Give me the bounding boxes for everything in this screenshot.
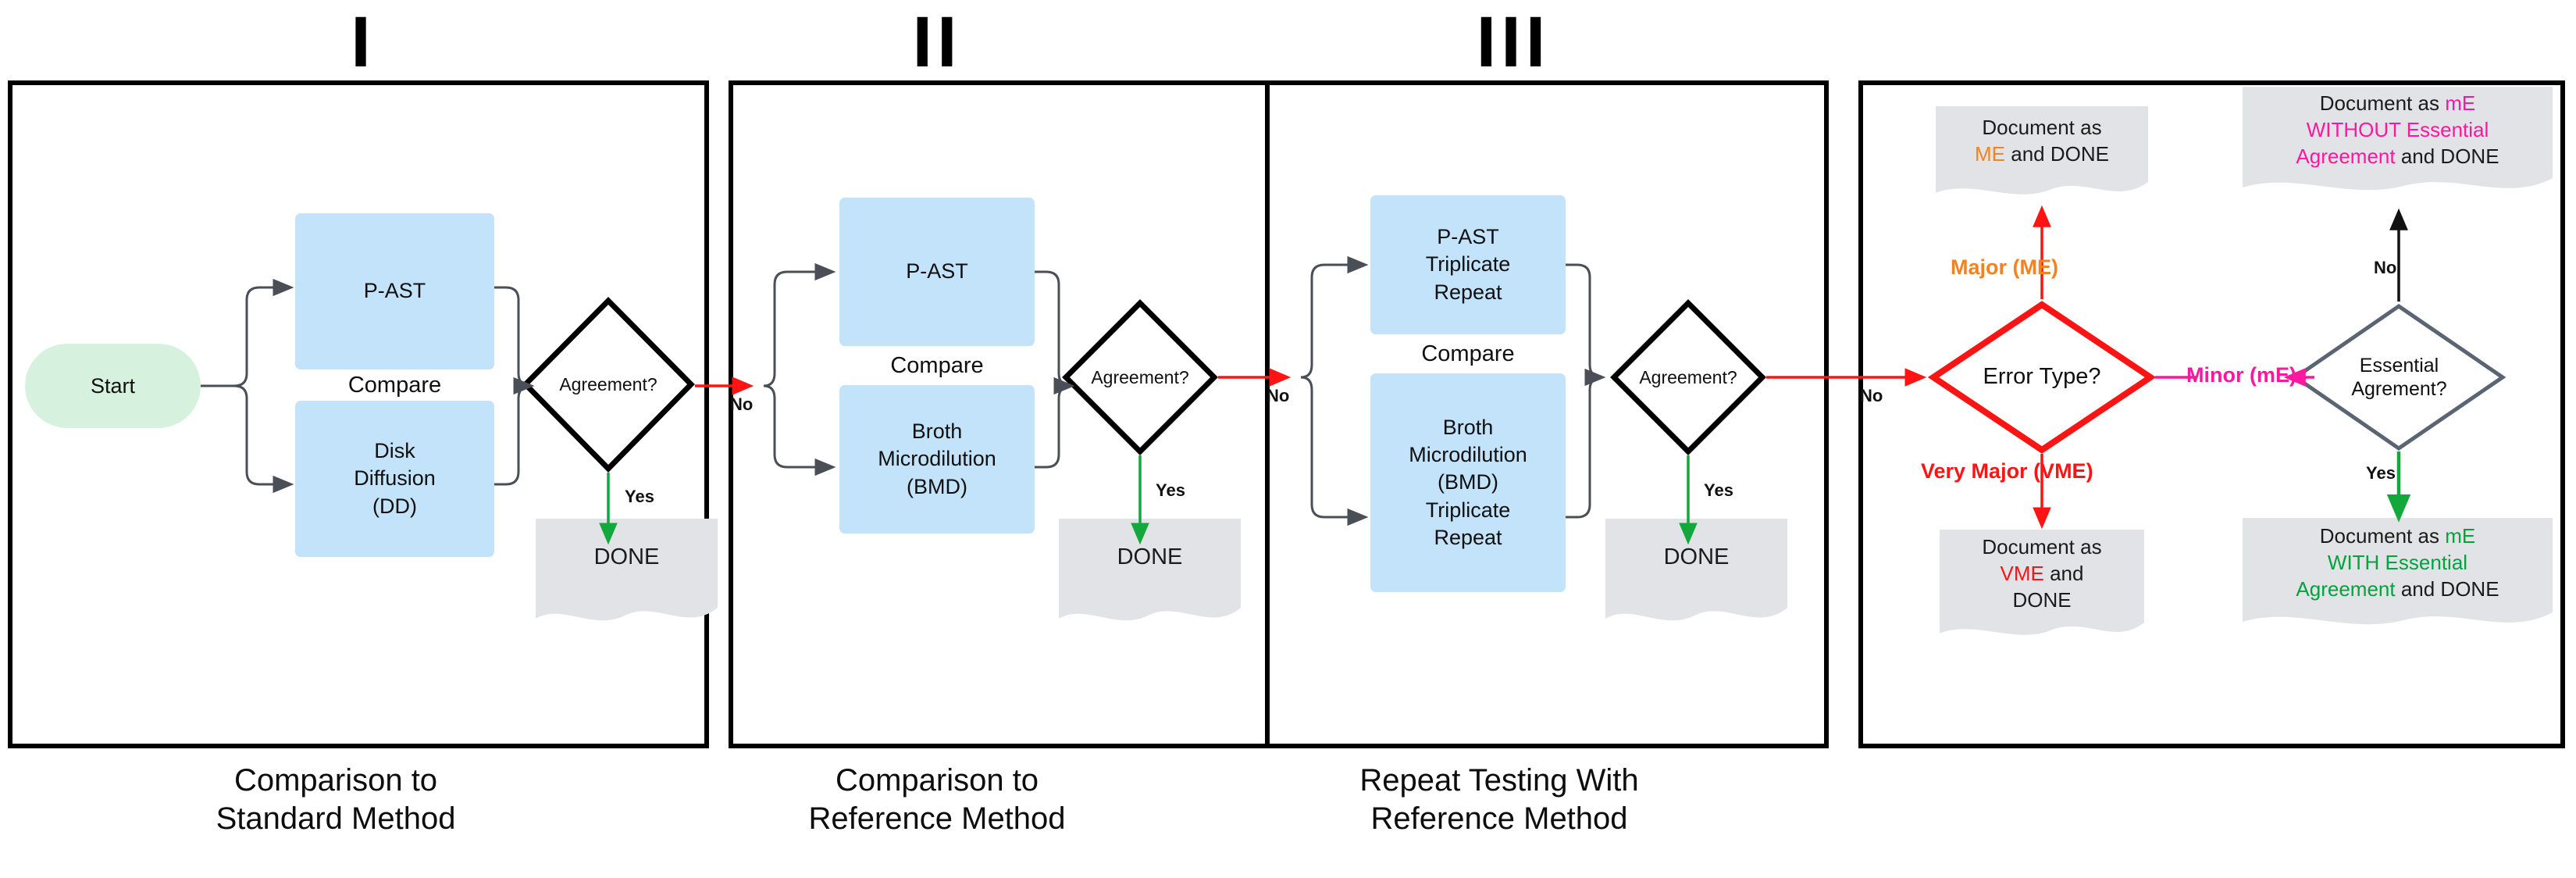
- document-shape-icon: [536, 519, 718, 621]
- major-me-label: Major (ME): [1951, 255, 2058, 279]
- error-type-label: Error Type?: [1983, 364, 2101, 390]
- stage-1-caption-line1: Comparison to: [233, 763, 438, 798]
- start-terminator: Start: [25, 344, 201, 428]
- stage-3-caption: Repeat Testing With Reference Method: [1226, 762, 1773, 838]
- stage-3-caption-line2: Reference Method: [1370, 801, 1628, 836]
- document-me-with-ea-box: Document as mE WITH Essential Agreement …: [2239, 516, 2556, 644]
- stage3-yes-label: Yes: [1704, 480, 1733, 500]
- stage2-p-ast-box: P-AST: [839, 198, 1035, 346]
- stage3-bmd-triplicate-box: Broth Microdilution (BMD) Triplicate Rep…: [1370, 373, 1566, 592]
- stage3-done-document: DONE: [1601, 516, 1792, 637]
- stage-3-caption-line1: Repeat Testing With: [1359, 763, 1639, 798]
- stage-numeral-2: II: [912, 2, 962, 82]
- stage3-agreement-label: Agreement?: [1639, 366, 1737, 387]
- essential-agreement-label: Essential Agrement?: [2351, 354, 2447, 401]
- very-major-vme-label: Very Major (VME): [1921, 459, 2093, 483]
- document-me-pre: Document as: [1982, 116, 2102, 140]
- stage1-done-document: DONE: [531, 516, 722, 637]
- stage-2-caption-line1: Comparison to: [835, 763, 1039, 798]
- document-vme-pre: Document as: [1982, 535, 2102, 559]
- stage3-p-ast-triplicate-box: P-AST Triplicate Repeat: [1370, 195, 1566, 334]
- stage1-agreement-label: Agreement?: [559, 374, 657, 395]
- doc-without-l1-accent: mE: [2445, 91, 2476, 116]
- document-me-without-ea-box: Document as mE WITHOUT Essential Agreeme…: [2239, 84, 2556, 209]
- stage3-done-label: DONE: [1663, 544, 1730, 570]
- doc-with-l1-accent: mE: [2445, 524, 2476, 548]
- stage-1-caption: Comparison to Standard Method: [47, 762, 625, 838]
- essential-agreement-decision: Essential Agrement?: [2292, 303, 2507, 451]
- stage3-bmd-label: Broth Microdilution (BMD) Triplicate Rep…: [1409, 416, 1527, 549]
- document-me-text: Document as ME and DONE: [1975, 115, 2109, 168]
- document-shape-icon: [2243, 87, 2553, 191]
- diamond-shape-icon: [1927, 301, 2157, 454]
- document-shape-icon: [1605, 519, 1787, 621]
- essential-agreement-no-label: No: [2374, 258, 2397, 277]
- stage3-compare-label: Compare: [1370, 334, 1566, 373]
- stage2-done-label: DONE: [1117, 544, 1183, 570]
- stage1-p-ast-label: P-AST: [363, 279, 426, 303]
- doc-with-l3-accent: Agreement: [2296, 576, 2396, 601]
- stage3-agreement-decision: Agreement?: [1610, 299, 1766, 455]
- diamond-shape-icon: [522, 297, 695, 473]
- minor-me-label: Minor (mE): [2186, 363, 2296, 387]
- document-me-post: and DONE: [2005, 142, 2109, 166]
- document-vme-post2: DONE: [2012, 587, 2072, 612]
- error-type-decision: Error Type?: [1927, 301, 2157, 454]
- stage-2-caption-line2: Reference Method: [808, 801, 1066, 836]
- doc-with-l3-post: and DONE: [2395, 576, 2499, 601]
- stage-numeral-3: III: [1476, 2, 1551, 82]
- document-vme-text: Document as VME and DONE: [1982, 534, 2101, 613]
- stage2-no-label: No: [1267, 386, 1290, 405]
- stage2-bmd-box: Broth Microdilution (BMD): [839, 385, 1035, 534]
- document-me-with-text: Document as mE WITH Essential Agreement …: [2296, 523, 2499, 602]
- diamond-shape-icon: [1610, 299, 1766, 455]
- stage2-compare-label: Compare: [839, 346, 1035, 385]
- stage2-done-document: DONE: [1054, 516, 1245, 637]
- doc-without-l2-accent: WITHOUT Essential: [2306, 118, 2489, 142]
- document-shape-icon: [1059, 519, 1241, 621]
- document-me-without-text: Document as mE WITHOUT Essential Agreeme…: [2296, 91, 2499, 170]
- stage-numeral-1: I: [351, 2, 376, 82]
- doc-without-l3-post: and DONE: [2395, 144, 2499, 168]
- stage1-disk-diffusion-box: Disk Diffusion (DD): [295, 401, 494, 557]
- start-label: Start: [90, 373, 136, 398]
- diamond-shape-icon: [2292, 303, 2507, 451]
- stage2-yes-label: Yes: [1156, 480, 1185, 500]
- document-vme-accent: VME: [2000, 562, 2044, 586]
- stage2-agreement-decision: Agreement?: [1062, 299, 1218, 455]
- stage2-agreement-label: Agreement?: [1091, 366, 1189, 387]
- doc-without-l1-pre: Document as: [2319, 91, 2446, 116]
- stage1-p-ast-box: P-AST: [295, 213, 494, 369]
- stage3-p-ast-label: P-AST Triplicate Repeat: [1425, 225, 1511, 304]
- stage4-entry-no-label: No: [1860, 386, 1883, 405]
- document-me-accent: ME: [1975, 142, 2006, 166]
- doc-with-l1-pre: Document as: [2319, 524, 2446, 548]
- document-vme-post: and: [2043, 562, 2084, 586]
- document-shape-icon: [1940, 530, 2144, 635]
- stage1-disk-diffusion-label: Disk Diffusion (DD): [354, 439, 436, 518]
- stage1-done-label: DONE: [593, 544, 660, 570]
- doc-without-l3-accent: Agreement: [2296, 144, 2396, 168]
- stage1-compare-label: Compare: [295, 366, 494, 405]
- stage2-p-ast-label: P-AST: [906, 259, 968, 284]
- diamond-shape-icon: [1062, 299, 1218, 455]
- stage1-yes-label: Yes: [625, 487, 654, 506]
- stage-2-caption: Comparison to Reference Method: [695, 762, 1179, 838]
- document-vme-box: Document as VME and DONE: [1936, 527, 2147, 652]
- stage1-no-label: No: [730, 394, 754, 414]
- stage1-compare-text: Compare: [347, 372, 442, 398]
- stage3-compare-text: Compare: [1421, 341, 1515, 366]
- doc-with-l2-accent: WITH Essential: [2327, 551, 2468, 575]
- essential-agreement-yes-label: Yes: [2366, 463, 2396, 483]
- stage1-agreement-decision: Agreement?: [522, 297, 695, 473]
- document-me-box: Document as ME and DONE: [1933, 104, 2151, 209]
- document-shape-icon: [1936, 106, 2148, 195]
- stage2-compare-text: Compare: [890, 352, 984, 378]
- document-shape-icon: [2243, 518, 2553, 625]
- stage2-bmd-label: Broth Microdilution (BMD): [878, 419, 996, 498]
- stage-1-caption-line2: Standard Method: [216, 801, 456, 836]
